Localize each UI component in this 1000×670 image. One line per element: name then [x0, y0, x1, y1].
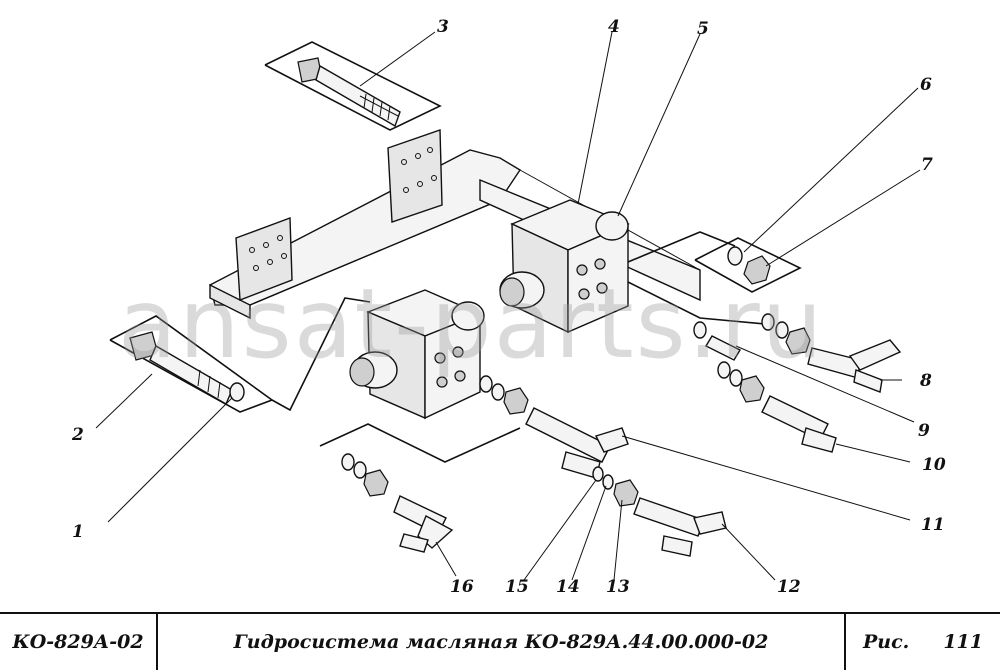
fitting-12 — [592, 466, 727, 557]
callout-16: 16 — [450, 577, 474, 597]
fitting-10 — [717, 361, 837, 453]
callout-11: 11 — [921, 515, 945, 535]
callout-9: 9 — [918, 421, 930, 441]
figure-label: Рис. — [863, 631, 910, 653]
callout-15: 15 — [505, 577, 529, 597]
callout-10: 10 — [922, 455, 946, 475]
mounting-plate-right — [387, 129, 443, 223]
figure-reference: Рис. 111 — [846, 614, 1000, 670]
fitting-9 — [693, 321, 741, 361]
callout-5: 5 — [697, 19, 709, 39]
nut-washer-group — [694, 237, 802, 293]
leader-lines — [95, 31, 921, 581]
callout-1: 1 — [72, 522, 84, 542]
figure-number: 111 — [943, 631, 983, 653]
callout-7: 7 — [921, 155, 933, 175]
fitting-16 — [341, 453, 454, 553]
callout-6: 6 — [920, 75, 932, 95]
callout-8: 8 — [919, 371, 932, 391]
model-code: КО-829А-02 — [0, 614, 158, 670]
callout-4: 4 — [608, 17, 620, 37]
callout-12: 12 — [777, 577, 801, 597]
callout-2: 2 — [71, 425, 84, 445]
valve-block-lower — [319, 289, 521, 463]
exploded-parts-diagram: 1 2 3 4 5 6 7 8 9 10 11 12 13 14 15 16 — [71, 17, 946, 597]
callout-3: 3 — [437, 17, 449, 37]
drawing-description: Гидросистема масляная КО-829А.44.00.000-… — [158, 614, 846, 670]
fitting-8 — [761, 313, 902, 393]
bolt-group-2 — [109, 297, 371, 413]
callout-14: 14 — [556, 577, 580, 597]
mounting-plate-left — [235, 217, 293, 301]
valve-block-4 — [499, 199, 766, 334]
callout-13: 13 — [606, 577, 630, 597]
fitting-11 — [479, 375, 629, 479]
bolt-group-3 — [264, 41, 442, 131]
title-block: КО-829А-02 Гидросистема масляная КО-829А… — [0, 612, 1000, 670]
